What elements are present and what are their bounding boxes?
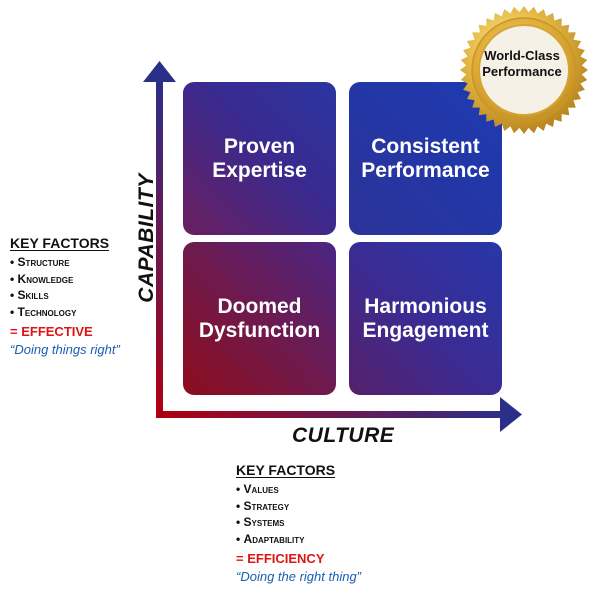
list-item: Strategy xyxy=(236,498,361,515)
quadrant-doomed-dysfunction: Doomed Dysfunction xyxy=(183,242,336,395)
quadrant-label: Consistent Performance xyxy=(361,134,490,182)
key-factors-result: = EFFECTIVE xyxy=(10,324,93,339)
list-item: Technology xyxy=(10,304,120,321)
list-item: Adaptability xyxy=(236,531,361,548)
quadrant-proven-expertise: Proven Expertise xyxy=(183,82,336,235)
quadrant-label: Harmonious Engagement xyxy=(362,294,489,342)
list-item: Skills xyxy=(10,287,120,304)
list-item: Structure xyxy=(10,254,120,271)
culture-key-factors: KEY FACTORS Values Strategy Systems Adap… xyxy=(236,462,361,586)
capability-key-factors: KEY FACTORS Structure Knowledge Skills T… xyxy=(10,235,120,359)
key-factors-quote: “Doing things right” xyxy=(10,342,120,357)
list-item: Knowledge xyxy=(10,271,120,288)
x-axis-line xyxy=(156,411,504,418)
y-axis-arrowhead xyxy=(143,61,176,82)
key-factors-result: = EFFICIENCY xyxy=(236,551,325,566)
quadrant-label: Proven Expertise xyxy=(212,134,307,182)
quadrant-harmonious-engagement: Harmonious Engagement xyxy=(349,242,502,395)
x-axis-label: CULTURE xyxy=(292,424,395,447)
gold-seal-icon xyxy=(460,6,588,134)
seal-text: World-Class Performance xyxy=(482,48,562,79)
key-factors-list: Values Strategy Systems Adaptability xyxy=(236,481,361,547)
key-factors-list: Structure Knowledge Skills Technology xyxy=(10,254,120,320)
key-factors-quote: “Doing the right thing” xyxy=(236,569,362,584)
key-factors-title: KEY FACTORS xyxy=(10,235,110,251)
y-axis-line xyxy=(156,78,163,418)
list-item: Systems xyxy=(236,514,361,531)
quadrant-label: Doomed Dysfunction xyxy=(198,294,321,342)
key-factors-title: KEY FACTORS xyxy=(236,462,336,478)
list-item: Values xyxy=(236,481,361,498)
y-axis-label: CAPABILITY xyxy=(135,173,158,303)
x-axis-arrowhead xyxy=(500,397,522,432)
seal-center-disc xyxy=(478,24,570,116)
